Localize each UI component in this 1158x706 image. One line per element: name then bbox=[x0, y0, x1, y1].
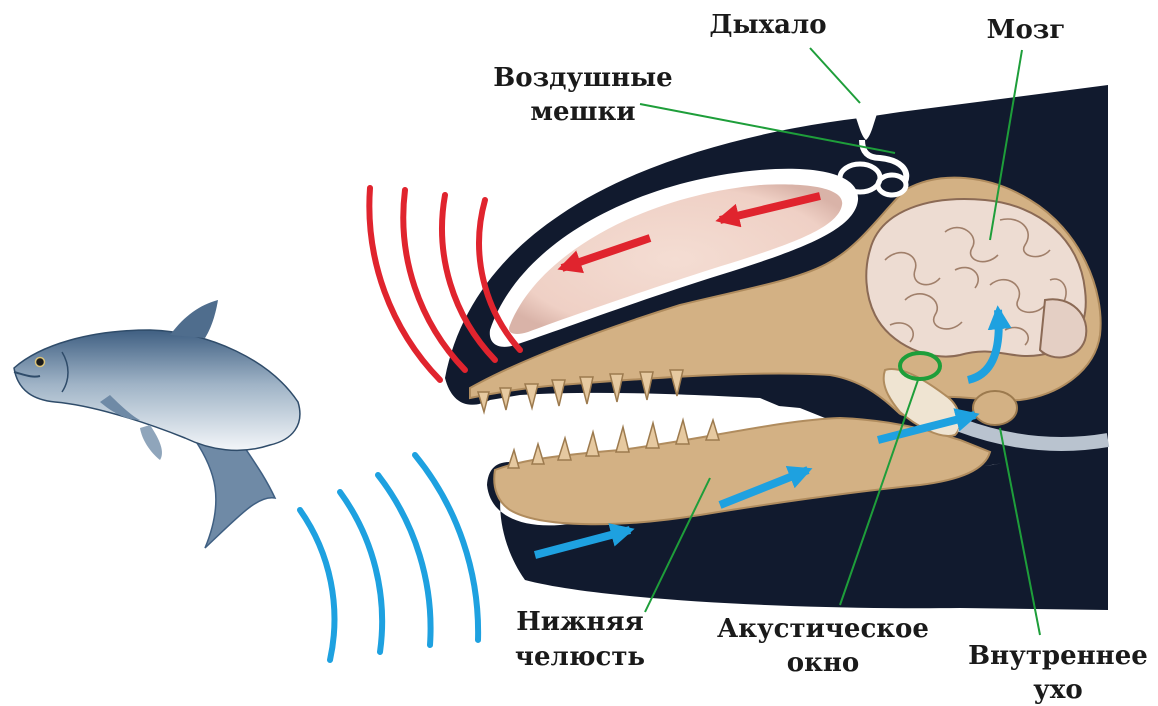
fish-body bbox=[14, 330, 300, 450]
label-lower-jaw-line2: челюсть bbox=[515, 642, 645, 672]
label-brain: Мозг bbox=[987, 15, 1066, 45]
received-wave-2 bbox=[340, 492, 382, 652]
received-sound-waves bbox=[300, 455, 478, 660]
received-wave-3 bbox=[378, 475, 431, 645]
label-lower-jaw-line1: Нижняя bbox=[516, 607, 644, 637]
label-inner-ear-line1: Внутреннее bbox=[968, 641, 1148, 671]
label-blowhole: Дыхало bbox=[709, 10, 826, 40]
label-inner-ear-line2: ухо bbox=[1033, 675, 1083, 705]
label-acoustic-window-line2: окно bbox=[787, 648, 860, 678]
received-wave-4 bbox=[415, 455, 478, 640]
fish-pelvic-fin bbox=[140, 425, 162, 460]
inner-ear-bulb bbox=[973, 391, 1017, 425]
label-air-sacs-line1: Воздушные bbox=[493, 63, 672, 93]
fish-eye bbox=[36, 358, 45, 367]
label-air-sacs-line2: мешки bbox=[530, 97, 635, 127]
salmon-icon bbox=[14, 300, 300, 548]
fish-dorsal-fin bbox=[170, 300, 218, 338]
received-wave-1 bbox=[300, 510, 334, 660]
label-acoustic-window-line1: Акустическое bbox=[717, 614, 929, 644]
leader-blowhole bbox=[810, 48, 860, 103]
